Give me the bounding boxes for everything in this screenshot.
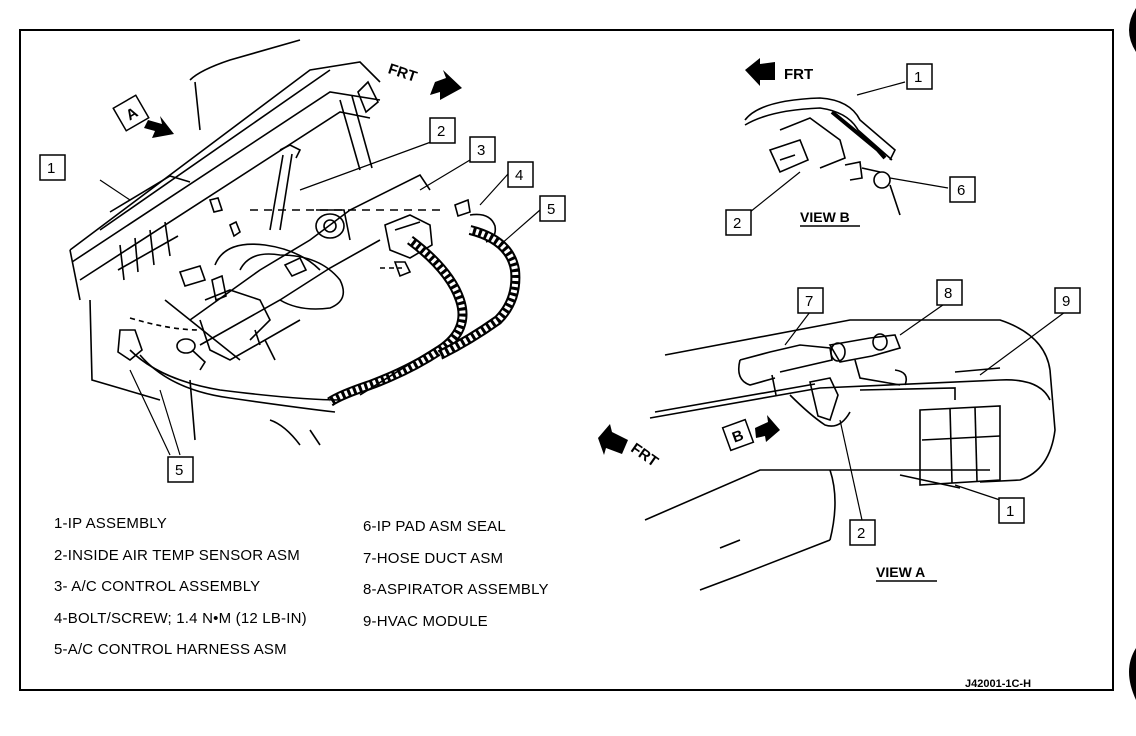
callout-boxes-main xyxy=(39,117,566,483)
frt-label-view-a: FRT xyxy=(628,440,662,471)
page-edge-mark-top xyxy=(1129,8,1136,52)
callout-1-view-a: 1 xyxy=(1006,503,1014,520)
legend-item: 9-HVAC MODULE xyxy=(363,612,488,630)
view-b-marker xyxy=(721,415,780,452)
callout-9-view-a: 9 xyxy=(1062,293,1070,310)
figure-code: J42001-1C-H xyxy=(965,678,1032,690)
legend-item: 5-A/C CONTROL HARNESS ASM xyxy=(54,641,287,658)
callout-3-main: 3 xyxy=(477,142,485,159)
callout-2-view-a: 2 xyxy=(857,525,865,542)
legend-item: 1-IP ASSEMBLY xyxy=(54,515,167,532)
callout-2-main: 2 xyxy=(437,123,445,140)
callout-5-main-bottom: 5 xyxy=(175,462,183,479)
callout-1-main: 1 xyxy=(47,160,55,177)
callout-8-view-a: 8 xyxy=(944,285,952,302)
view-a-marker xyxy=(112,94,174,138)
callout-boxes-view-a xyxy=(797,279,1081,546)
view-b xyxy=(744,81,949,216)
callout-6-view-b: 6 xyxy=(957,182,965,199)
callout-5-main-right: 5 xyxy=(547,201,555,218)
view-b-title: VIEW B xyxy=(800,209,850,225)
legend-right: 6-IP PAD ASM SEAL 7-HOSE DUCT ASM 8-ASPI… xyxy=(363,511,549,637)
callout-1-view-b: 1 xyxy=(914,69,922,86)
callout-boxes-view-b xyxy=(725,63,976,236)
frt-arrow-view-b xyxy=(745,58,775,86)
legend-item: 2-INSIDE AIR TEMP SENSOR ASM xyxy=(54,546,300,564)
legend-item: 7-HOSE DUCT ASM xyxy=(363,549,504,567)
legend-item: 3- A/C CONTROL ASSEMBLY xyxy=(54,578,261,595)
view-a xyxy=(644,299,1066,591)
legend-item: 8-ASPIRATOR ASSEMBLY xyxy=(363,581,549,598)
callout-4-main: 4 xyxy=(515,167,523,184)
frt-arrow-main xyxy=(430,70,462,100)
callout-7-view-a: 7 xyxy=(805,293,813,310)
frt-label-view-b: FRT xyxy=(784,66,813,83)
frt-label-main: FRT xyxy=(386,61,419,86)
frt-arrow-view-a xyxy=(598,424,628,455)
legend-item: 6-IP PAD ASM SEAL xyxy=(363,518,506,535)
view-a-title: VIEW A xyxy=(876,564,925,580)
legend-item: 4-BOLT/SCREW; 1.4 N•M (12 LB-IN) xyxy=(54,609,307,627)
main-view xyxy=(69,39,541,456)
callout-2-view-b: 2 xyxy=(733,215,741,232)
page-edge-mark-bottom xyxy=(1129,648,1136,700)
legend-left: 1-IP ASSEMBLY 2-INSIDE AIR TEMP SENSOR A… xyxy=(54,508,307,666)
outer-frame xyxy=(19,29,1114,691)
